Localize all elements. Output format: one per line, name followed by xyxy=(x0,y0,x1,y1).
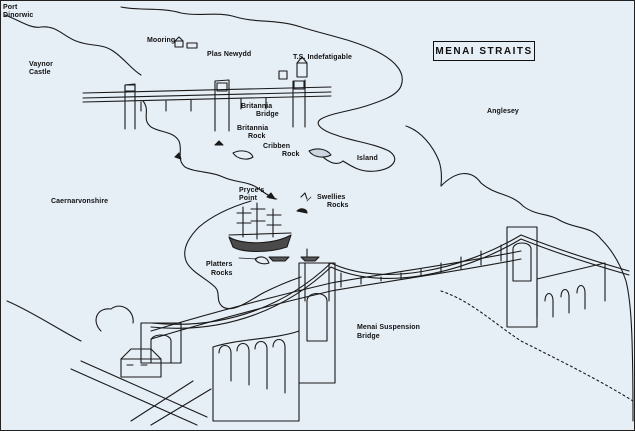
right-shore-edge xyxy=(440,290,634,402)
label-plas-newydd: Plas Newydd xyxy=(207,51,252,58)
label-menai-suspension-bridge-line2: Bridge xyxy=(357,333,380,340)
shore-south-bay xyxy=(184,200,264,310)
label-anglesey: Anglesey xyxy=(487,108,519,115)
menai-suspension-bridge xyxy=(140,226,630,422)
label-platters-rocks-line1: Platters xyxy=(206,261,233,268)
label-britannia-rock-line2: Rock xyxy=(248,133,266,140)
label-port-dinorwic-line2: Dinorwic xyxy=(3,12,34,19)
label-cribben-rock-line1: Cribben xyxy=(263,143,291,150)
label-pointers xyxy=(238,196,312,260)
label-britannia-bridge-line2: Bridge xyxy=(256,111,279,118)
small-boats xyxy=(268,248,320,262)
label-caernarvonshire: Caernarvonshire xyxy=(51,198,109,205)
caernarvonshire-shoreline xyxy=(4,14,277,200)
label-pryces-point-line2: Point xyxy=(239,195,257,202)
shore-buildings xyxy=(174,36,308,80)
label-mooring: Mooring xyxy=(147,37,176,44)
label-vaynor-castle-line1: Vaynor xyxy=(29,61,53,68)
label-vaynor-castle-line2: Castle xyxy=(29,69,51,76)
label-ts-indefatigable: T.S. Indefatigable xyxy=(293,54,352,61)
roads xyxy=(6,300,212,426)
label-pryces-point-line1: Pryce's xyxy=(239,187,265,194)
label-britannia-rock-line1: Britannia xyxy=(237,125,269,132)
label-platters-rocks-line2: Rocks xyxy=(211,270,233,277)
anglesey-shoreline xyxy=(120,6,634,422)
shore-platters xyxy=(262,276,302,294)
label-island: Island xyxy=(357,155,378,162)
label-menai-suspension-bridge-line1: Menai Suspension xyxy=(357,324,421,331)
rocks xyxy=(174,140,332,265)
label-swellies-rocks-line1: Swellies xyxy=(317,194,346,201)
label-port-dinorwic-line1: Port xyxy=(3,4,18,11)
houses xyxy=(95,305,162,378)
sailing-ship xyxy=(228,202,292,253)
label-swellies-rocks-line2: Rocks xyxy=(327,202,349,209)
map-title: MENAI STRAITS xyxy=(433,41,535,61)
label-britannia-bridge-line1: Britannia xyxy=(241,103,273,110)
britannia-bridge xyxy=(82,79,332,132)
label-cribben-rock-line2: Rock xyxy=(282,151,300,158)
